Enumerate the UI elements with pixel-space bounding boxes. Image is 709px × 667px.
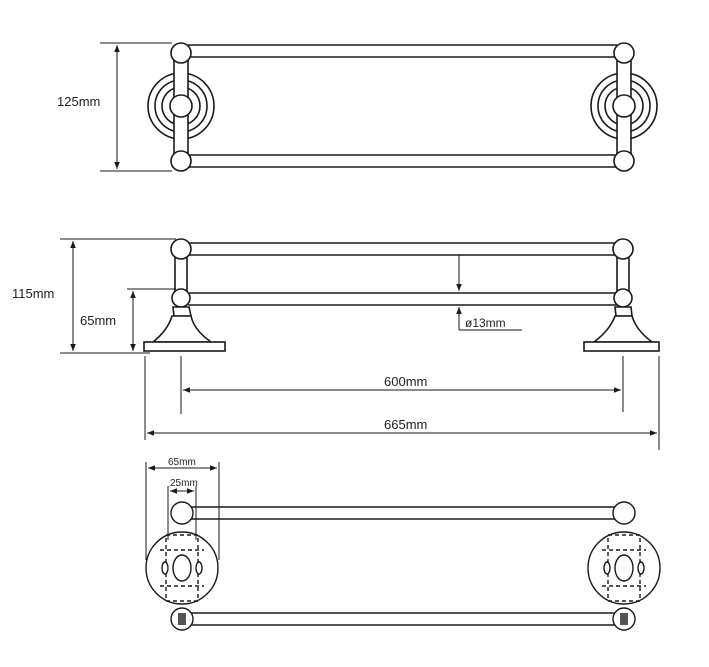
front-view (145, 462, 661, 631)
dim-front (145, 462, 220, 560)
front-view-right-mount (587, 501, 661, 631)
dim-115-label: 115mm (12, 286, 54, 301)
dim-665-label: 665mm (384, 417, 427, 432)
dim-125 (100, 42, 172, 172)
top-view-left-rosette (147, 42, 215, 172)
dim-diameter-label: ø13mm (465, 316, 506, 330)
top-view-right-rosette (590, 42, 658, 172)
side-view (60, 238, 660, 450)
dim-side (60, 238, 660, 450)
front-view-lower-rail (190, 612, 617, 626)
dim-125-label: 125mm (57, 94, 100, 109)
dim-65-label: 65mm (80, 313, 116, 328)
dim-600-label: 600mm (384, 374, 427, 389)
top-view-lower-rail (188, 154, 617, 168)
side-view-upper-rail (188, 242, 617, 256)
dim-hole-25-label: 25mm (170, 478, 198, 489)
side-view-lower-rail (188, 292, 617, 306)
front-view-upper-rail (190, 506, 617, 520)
top-view (100, 42, 658, 172)
dim-base-65-label: 65mm (168, 457, 196, 468)
top-view-upper-rail (188, 44, 617, 58)
front-view-left-mount (145, 501, 219, 631)
side-view-right-bracket (583, 238, 660, 352)
side-view-left-bracket (143, 238, 226, 352)
